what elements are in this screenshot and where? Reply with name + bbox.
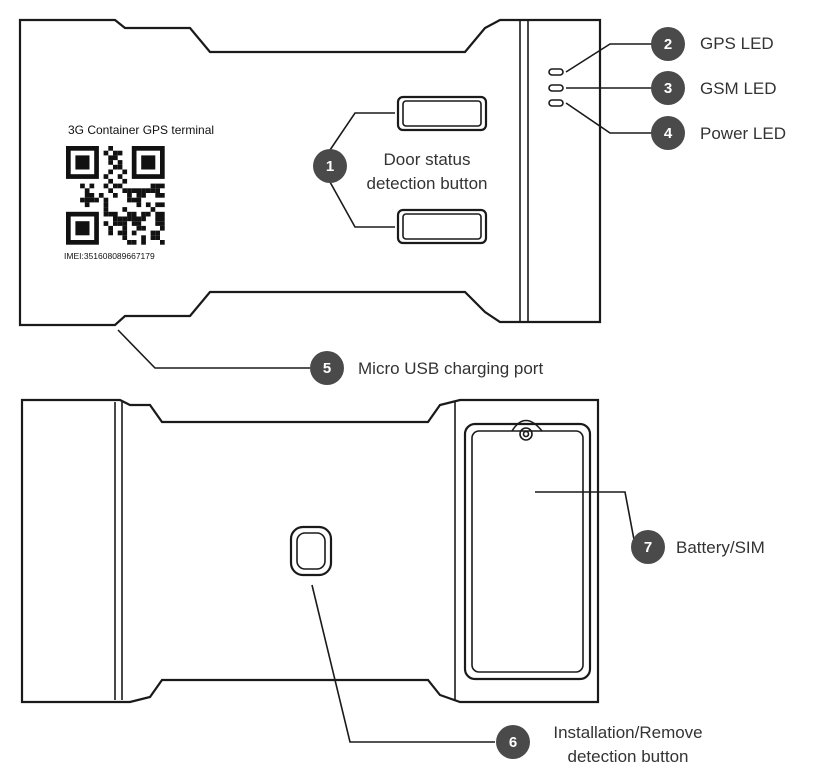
battery-cover-inner bbox=[471, 430, 584, 673]
install-detection-button-inner bbox=[296, 532, 326, 570]
install-detection-button bbox=[289, 525, 333, 577]
callout-label-1-line-1: Door status bbox=[383, 150, 471, 169]
qr-code-icon bbox=[66, 146, 165, 245]
callout-badge-4: 4 bbox=[651, 116, 685, 150]
screw-icon bbox=[519, 427, 533, 441]
callout-badges: 1 2 3 4 5 6 7 bbox=[310, 27, 685, 759]
callout-label-5: Micro USB charging port bbox=[358, 359, 544, 378]
leader-2 bbox=[565, 43, 652, 73]
leader-6 bbox=[311, 584, 495, 743]
front-housing bbox=[18, 18, 602, 327]
leader-4 bbox=[565, 102, 652, 134]
callout-badge-7: 7 bbox=[631, 530, 665, 564]
callout-badge-5: 5 bbox=[310, 351, 344, 385]
callout-label-7: Battery/SIM bbox=[676, 538, 765, 557]
leader-7 bbox=[535, 491, 636, 546]
callout-label-1: Door status detection button bbox=[352, 148, 502, 196]
callout-label-6-line-1: Installation/Remove bbox=[553, 723, 703, 742]
device-imei: IMEI:351608089667179 bbox=[64, 251, 155, 261]
badge-number-5: 5 bbox=[323, 360, 331, 377]
callout-label-1-line-2: detection button bbox=[366, 174, 488, 193]
badge-number-7: 7 bbox=[644, 539, 652, 556]
front-view bbox=[18, 18, 602, 327]
leader-5 bbox=[117, 329, 310, 369]
device-title: 3G Container GPS terminal bbox=[68, 123, 215, 137]
gps-led bbox=[548, 68, 564, 76]
door-button-top-inner bbox=[402, 100, 482, 127]
badge-number-4: 4 bbox=[664, 125, 673, 142]
callout-label-6: Installation/Remove detection button bbox=[538, 721, 718, 769]
callout-badge-2: 2 bbox=[651, 27, 685, 61]
battery-latch bbox=[511, 419, 543, 432]
leader-1-top bbox=[329, 112, 395, 151]
door-button-bottom bbox=[396, 208, 488, 245]
leader-lines bbox=[117, 43, 652, 743]
battery-cover bbox=[463, 422, 592, 681]
badge-number-1: 1 bbox=[326, 158, 334, 175]
badge-number-2: 2 bbox=[664, 36, 672, 53]
door-button-top bbox=[396, 95, 488, 132]
callout-label-4: Power LED bbox=[700, 124, 786, 143]
callout-label-2: GPS LED bbox=[700, 34, 774, 53]
callout-label-3: GSM LED bbox=[700, 79, 777, 98]
badge-number-3: 3 bbox=[664, 80, 672, 97]
gsm-led bbox=[548, 84, 564, 92]
screw-icon-center bbox=[522, 430, 530, 438]
back-view bbox=[20, 398, 600, 704]
power-led bbox=[548, 99, 564, 107]
callout-badge-1: 1 bbox=[313, 149, 347, 183]
badge-number-6: 6 bbox=[509, 734, 517, 751]
leader-1-bottom bbox=[329, 181, 395, 228]
callout-label-6-line-2: detection button bbox=[567, 747, 689, 766]
callout-badge-3: 3 bbox=[651, 71, 685, 105]
door-button-bottom-inner bbox=[402, 213, 482, 240]
callout-badge-6: 6 bbox=[496, 725, 530, 759]
